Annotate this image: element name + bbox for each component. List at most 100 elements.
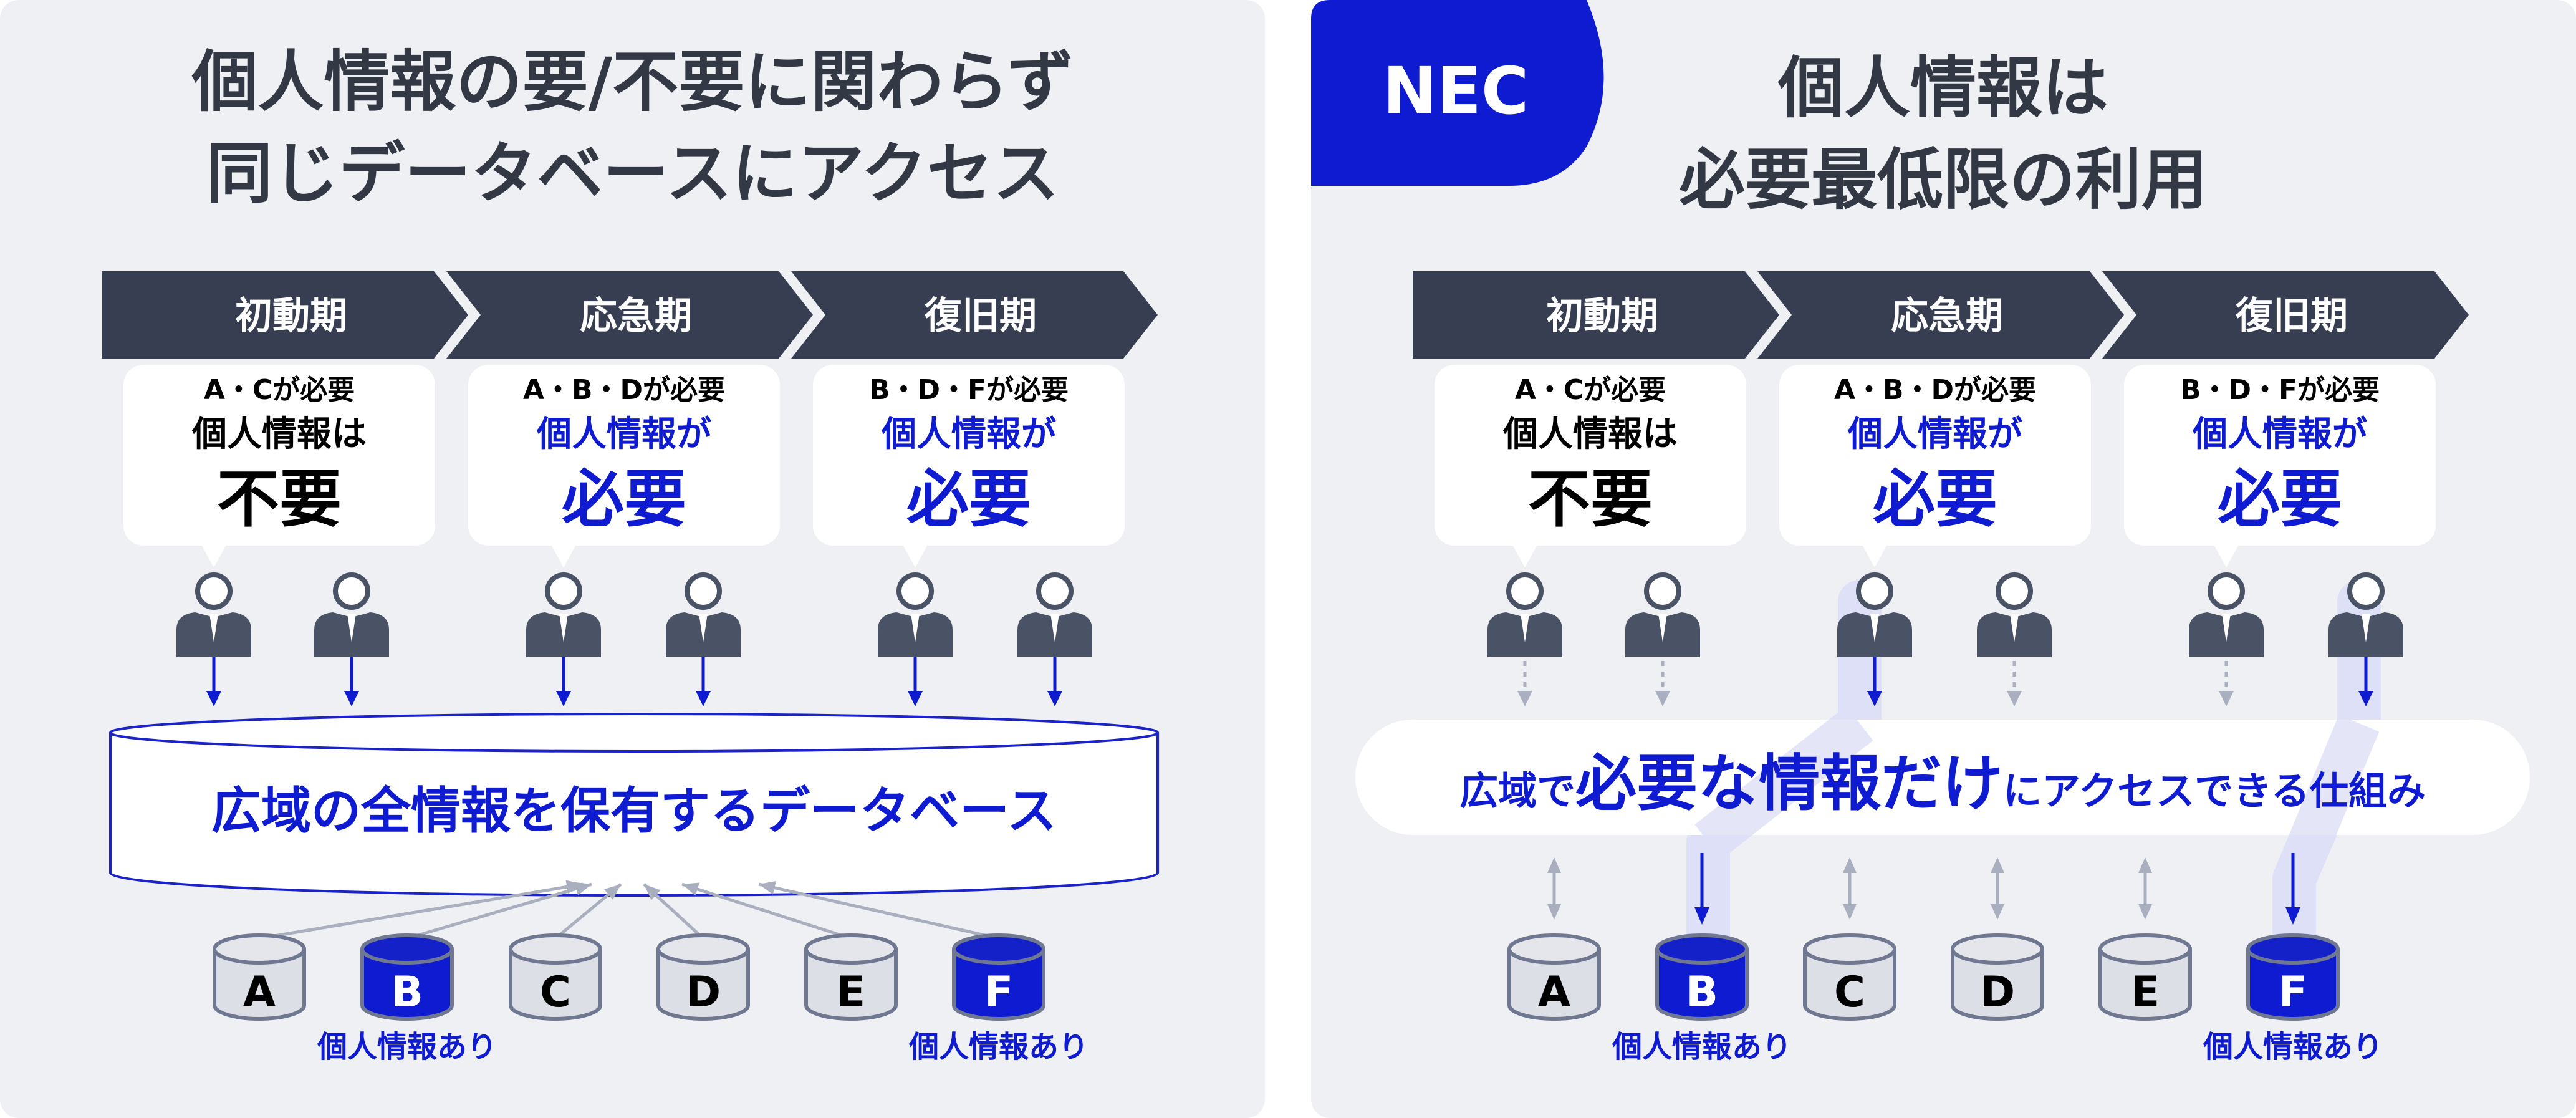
db-link-arrow — [758, 882, 999, 940]
arrowhead-icon — [1843, 904, 1857, 920]
right-phase-name-3: 復旧期 — [2235, 294, 2348, 338]
arrowhead-icon — [574, 882, 592, 895]
data-store-label: C — [540, 968, 571, 1017]
left-title-line-1: 個人情報の要/不要に関わらず — [191, 44, 1074, 120]
personal-info-label-f: 個人情報あり — [2203, 1029, 2383, 1064]
data-store-label: F — [984, 968, 1013, 1017]
person-icon — [666, 572, 741, 657]
personal-info-label-b: 個人情報あり — [317, 1029, 497, 1064]
arrowhead-icon — [2138, 904, 2152, 920]
requirement-text: A・Cが必要 — [204, 374, 355, 406]
need-status-text: 不要 — [217, 463, 342, 536]
person-icon — [526, 572, 601, 657]
person-icon — [1625, 572, 1700, 657]
data-store-label: E — [2131, 968, 2160, 1017]
data-store-label: A — [243, 968, 276, 1017]
personal-info-text: 個人情報が — [536, 414, 711, 455]
system-label: 広域で必要な情報だけにアクセスできる仕組み — [1459, 748, 2426, 819]
left-phase-chevron-1 — [102, 271, 468, 359]
arrowhead-icon — [1991, 904, 2004, 920]
arrowhead-icon — [696, 691, 711, 706]
need-status-text: 必要 — [1873, 463, 1997, 536]
person-icon — [1017, 572, 1092, 657]
need-status-text: 必要 — [562, 463, 686, 536]
person-icon — [1837, 572, 1912, 657]
nec-logo-tab — [1311, 0, 1604, 186]
right-phase-chevron-2 — [1757, 271, 2124, 359]
data-store-e: E — [2098, 933, 2192, 1021]
personal-info-text: 個人情報が — [1847, 414, 2022, 455]
arrowhead-icon — [2138, 857, 2152, 873]
arrowhead-icon — [1547, 857, 1561, 873]
arrowhead-icon — [2219, 691, 2234, 706]
database-label: 広域の全情報を保有するデータベース — [211, 782, 1057, 840]
data-store-d: D — [1951, 933, 2044, 1021]
arrowhead-icon — [206, 691, 221, 706]
arrowhead-icon — [759, 881, 776, 895]
arrowhead-icon — [1843, 857, 1857, 873]
need-status-text: 必要 — [2218, 463, 2342, 536]
right-phase-chevron-3 — [2102, 271, 2469, 359]
system-label-suffix: にアクセスできる仕組み — [2003, 768, 2426, 814]
person-icon — [176, 572, 251, 657]
data-store-e: E — [804, 933, 898, 1021]
left-title-line-2: 同じデータベースにアクセス — [206, 135, 1059, 212]
data-store-label: B — [391, 968, 423, 1017]
personal-info-label-b: 個人情報あり — [1612, 1029, 1792, 1064]
data-store-d: D — [656, 933, 750, 1021]
person-icon — [2328, 572, 2403, 657]
personal-info-text: 個人情報が — [881, 414, 1056, 455]
personal-info-label-f: 個人情報あり — [908, 1029, 1089, 1064]
nec-logo: NEC — [1383, 53, 1529, 129]
need-status-text: 不要 — [1528, 463, 1653, 536]
arrowhead-icon — [344, 691, 359, 706]
access-path-highlight-f-overlay — [2274, 715, 2380, 888]
selective-access-system — [1355, 720, 2530, 835]
person-icon — [878, 572, 953, 657]
arrowhead-icon — [1867, 691, 1882, 706]
data-store-label: A — [1538, 968, 1571, 1017]
right-title-line-2: 必要最低限の利用 — [1679, 142, 2208, 218]
data-store-c: C — [1803, 933, 1896, 1021]
requirement-text: B・D・Fが必要 — [869, 374, 1069, 406]
data-store-label: C — [1834, 968, 1865, 1017]
data-store-label: B — [1686, 968, 1718, 1017]
arrowhead-icon — [2285, 907, 2300, 925]
person-icon — [1977, 572, 2052, 657]
central-database: 広域の全情報を保有するデータベース — [109, 713, 1159, 897]
person-icon — [1487, 572, 1562, 657]
data-store-label: D — [1980, 968, 2015, 1017]
arrowhead-icon — [556, 691, 571, 706]
left-phase-chevron-2 — [446, 271, 813, 359]
arrowhead-icon — [644, 884, 661, 900]
data-store-a: A — [1507, 933, 1601, 1021]
arrowhead-icon — [1991, 857, 2004, 873]
person-icon — [314, 572, 389, 657]
personal-info-text: 個人情報が — [2192, 414, 2367, 455]
data-store-label: D — [686, 968, 721, 1017]
data-store-f: F — [2246, 933, 2340, 1021]
arrowhead-icon — [1517, 691, 1532, 706]
arrowhead-icon — [1047, 691, 1062, 706]
arrowhead-icon — [603, 884, 621, 900]
db-link-arrow — [681, 882, 852, 940]
data-store-b: B — [1655, 933, 1749, 1021]
db-link-arrow — [259, 882, 584, 940]
data-store-a: A — [213, 933, 306, 1021]
requirement-text: A・Cが必要 — [1515, 374, 1666, 406]
access-path-highlight-b-overlay — [1694, 706, 1873, 859]
left-phase-chevron-3 — [791, 271, 1158, 359]
right-title-line-1: 個人情報は — [1777, 50, 2108, 127]
arrowhead-icon — [2358, 691, 2373, 706]
requirement-text: B・D・Fが必要 — [2180, 374, 2380, 406]
data-store-f: F — [952, 933, 1045, 1021]
arrowhead-icon — [1655, 691, 1670, 706]
data-store-c: C — [509, 933, 602, 1021]
